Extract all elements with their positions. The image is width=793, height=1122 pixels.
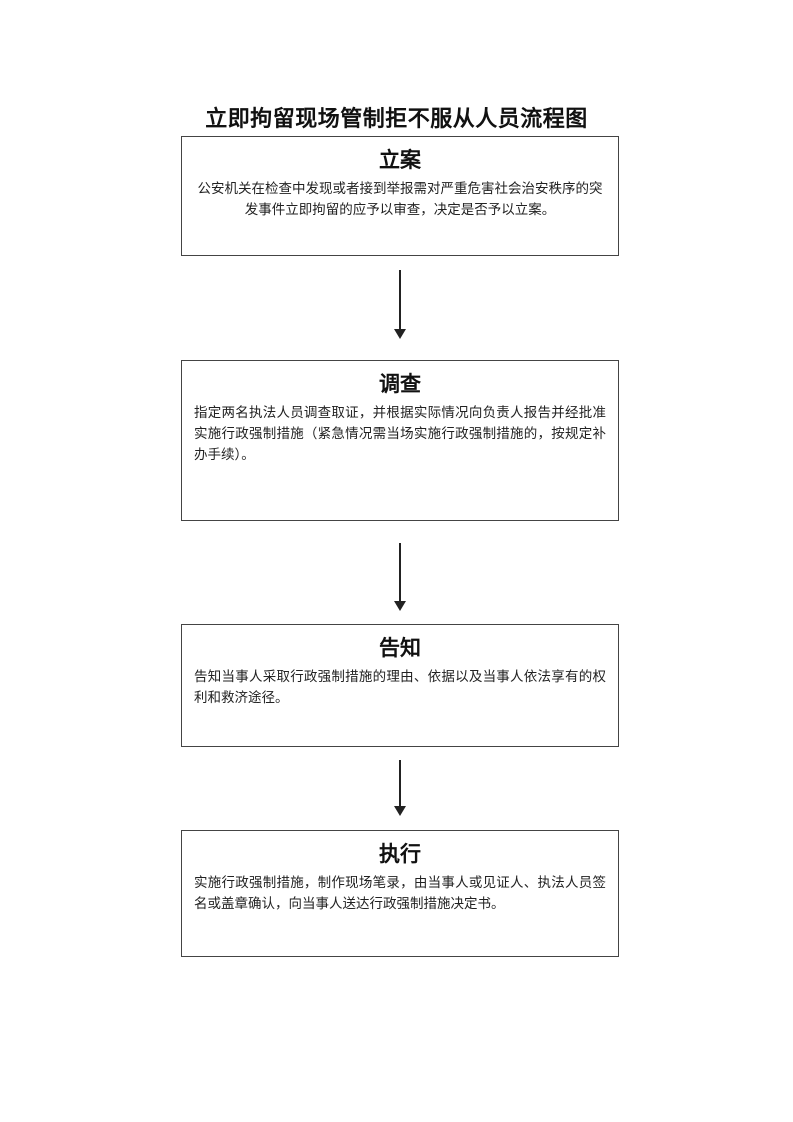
arrow-line	[399, 543, 401, 601]
flow-step-execution: 执行 实施行政强制措施，制作现场笔录，由当事人或见证人、执法人员签名或盖章确认，…	[181, 830, 619, 957]
flow-step-body: 实施行政强制措施，制作现场笔录，由当事人或见证人、执法人员签名或盖章确认，向当事…	[194, 875, 606, 911]
flow-step-investigation: 调查 指定两名执法人员调查取证，并根据实际情况向负责人报告并经批准实施行政强制措…	[181, 360, 619, 521]
page-title: 立即拘留现场管制拒不服从人员流程图	[205, 106, 588, 131]
arrow-down-icon	[393, 760, 407, 816]
arrow-down-icon	[393, 543, 407, 611]
flow-step-body: 告知当事人采取行政强制措施的理由、依据以及当事人依法享有的权利和救济途径。	[194, 669, 606, 705]
arrow-head	[394, 806, 406, 816]
arrow-down-icon	[393, 270, 407, 339]
flow-step-body: 指定两名执法人员调查取证，并根据实际情况向负责人报告并经批准实施行政强制措施（紧…	[194, 405, 606, 462]
flow-step-body: 公安机关在检查中发现或者接到举报需对严重危害社会治安秩序的突发事件立即拘留的应予…	[197, 181, 603, 217]
flow-step-heading: 执行	[379, 842, 421, 866]
flow-step-heading: 立案	[379, 148, 421, 172]
flow-step-notification: 告知 告知当事人采取行政强制措施的理由、依据以及当事人依法享有的权利和救济途径。	[181, 624, 619, 747]
flow-step-heading: 调查	[379, 372, 421, 396]
flow-step-case-filing: 立案 公安机关在检查中发现或者接到举报需对严重危害社会治安秩序的突发事件立即拘留…	[181, 136, 619, 256]
arrow-head	[394, 601, 406, 611]
flow-step-heading: 告知	[379, 636, 421, 660]
arrow-head	[394, 329, 406, 339]
arrow-line	[399, 270, 401, 329]
arrow-line	[399, 760, 401, 806]
